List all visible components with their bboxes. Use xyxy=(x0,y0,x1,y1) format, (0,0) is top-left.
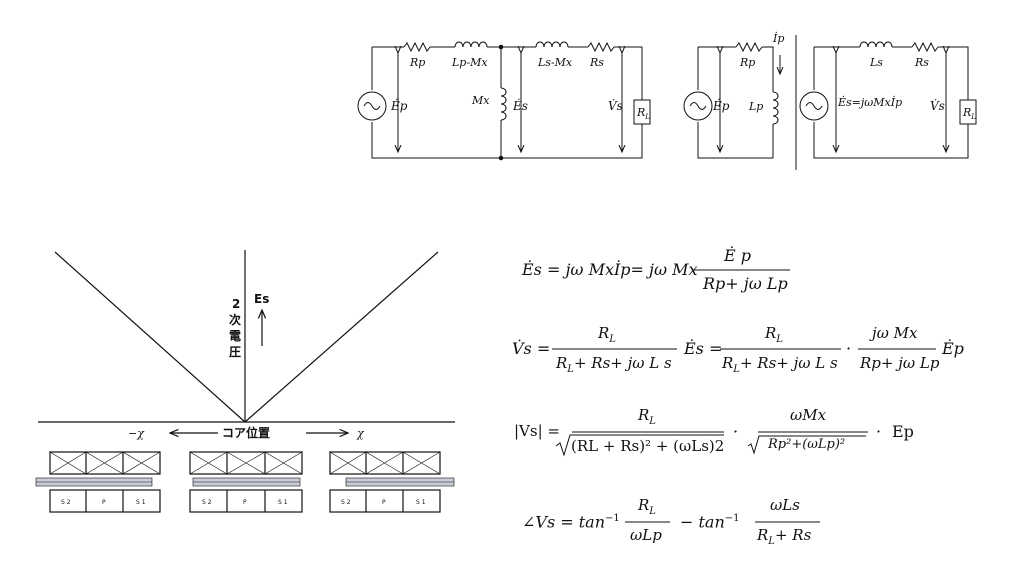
es-label: Es xyxy=(254,292,269,306)
eq4-lhs: ∠Vs = tan−1 xyxy=(522,512,620,532)
coil-p-label-1: P xyxy=(102,499,106,506)
eq1-lhs: Ės = jω Mxİp= jω Mx xyxy=(522,260,698,279)
v-curve-left xyxy=(54,251,246,423)
resistor-rp xyxy=(403,41,431,53)
inductor-lp-mx xyxy=(454,41,488,48)
coil-assemblies xyxy=(35,451,455,513)
eq3-dot2: · xyxy=(876,422,882,441)
v-curve-right xyxy=(244,251,439,423)
label-rp-right: Rp xyxy=(739,56,755,69)
coil-s1-label-1: S 1 xyxy=(136,499,146,506)
inductor-ls xyxy=(859,41,893,48)
eq2-f3-den: Rp+ jω Lp xyxy=(860,354,940,372)
eq2-dot: · xyxy=(846,339,852,358)
eq3-f1-num: RL xyxy=(638,406,656,427)
eq3-ep: Ep xyxy=(892,422,914,441)
label-mx: Mx xyxy=(471,94,490,107)
coil-s2-label-1: S 2 xyxy=(61,499,71,506)
y-label-char-2: 次 xyxy=(229,312,241,327)
resistor-rs xyxy=(587,41,615,53)
label-ep: Ėp xyxy=(390,98,408,113)
coil-p-label-3: P xyxy=(382,499,386,506)
coil-s2-label-2: S 2 xyxy=(202,499,212,506)
eq2-lhs: V̇s = xyxy=(512,339,551,358)
coil-p-label-2: P xyxy=(243,499,247,506)
eq3-dot1: · xyxy=(733,422,739,441)
label-ls: Ls xyxy=(869,56,883,69)
y-label-char-4: 圧 xyxy=(229,345,241,359)
label-ep-right: Ėp xyxy=(712,98,730,113)
x-neg-label: −χ xyxy=(128,427,145,440)
eq2-es: Ės = xyxy=(684,339,723,358)
resistor-rs-right xyxy=(911,41,939,53)
eq2-ep: Ėp xyxy=(942,339,964,358)
equivalent-circuit-left xyxy=(357,41,651,161)
label-rl-right: RL xyxy=(962,106,976,121)
label-es-eq: Ės=jωMxİp xyxy=(837,95,902,109)
sqrt-signs xyxy=(555,434,866,457)
eq4-minus: − tan−1 xyxy=(680,512,740,532)
x-pos-label: χ xyxy=(356,427,365,440)
eq2-f3-num: jω Mx xyxy=(872,324,918,342)
eq2-f1-den: RL+ Rs+ jω L s xyxy=(556,354,672,375)
x-direction-labels: −χ χ xyxy=(128,427,365,440)
ac-source-secondary xyxy=(799,91,829,121)
eq3-f2-num: ωMx xyxy=(790,406,827,424)
inductor-ls-mx xyxy=(535,41,569,48)
coil-assembly-3 xyxy=(329,451,455,513)
eq4-f2-num: ωLs xyxy=(770,496,800,514)
coil-assembly-1 xyxy=(35,451,161,513)
ac-source-primary xyxy=(683,91,713,121)
label-rs: Rs xyxy=(589,56,604,69)
graph-labels: 2 次 電 圧 Es コア位置 xyxy=(222,292,270,440)
eq2-f1-num: RL xyxy=(598,324,616,345)
equivalent-circuit-right xyxy=(683,35,977,170)
y-label-char-1: 2 xyxy=(232,297,240,311)
ac-source-left xyxy=(357,91,387,121)
eq4-f1-num: RL xyxy=(638,496,656,517)
label-ls-mx: Ls-Mx xyxy=(537,56,573,69)
label-lp-mx: Lp-Mx xyxy=(451,56,488,69)
resistor-rp-right xyxy=(735,41,763,53)
x-axis-title: コア位置 xyxy=(222,425,270,440)
inductor-lp xyxy=(772,91,779,125)
label-rp: Rp xyxy=(409,56,425,69)
label-vs-right: V̇s xyxy=(930,98,945,113)
eq4-f1-den: ωLp xyxy=(630,526,662,544)
eq2-f2-num: RL xyxy=(765,324,783,345)
y-label-char-3: 電 xyxy=(229,329,241,343)
left-circuit-labels: Rp Lp-Mx Ls-Mx Rs Ėp Mx Ės V̇s RL xyxy=(390,56,650,121)
eq1-den: Rp+ jω Lp xyxy=(703,274,788,293)
label-es: Ės xyxy=(512,98,528,113)
eq3-f2-den: Rp²+(ωLp)² xyxy=(768,437,846,452)
label-rl: RL xyxy=(636,106,650,121)
eq3-f1-den: (RL + Rs)² + (ωLs)2 xyxy=(571,437,725,455)
eq2-f2-den: RL+ Rs+ jω L s xyxy=(722,354,838,375)
coil-s1-label-2: S 1 xyxy=(278,499,288,506)
coil-labels: S 2 P S 1 S 2 P S 1 S 2 P S 1 xyxy=(61,499,426,506)
coil-assembly-2 xyxy=(189,451,303,513)
label-ip: İp xyxy=(772,31,784,45)
label-vs: V̇s xyxy=(608,98,623,113)
coil-s1-label-3: S 1 xyxy=(416,499,426,506)
label-rs-right: Rs xyxy=(914,56,929,69)
label-lp: Lp xyxy=(748,100,763,113)
inductor-mx xyxy=(500,87,507,121)
coil-s2-label-3: S 2 xyxy=(341,499,351,506)
right-circuit-labels: İp Rp Ėp Lp Ls Rs Ės=jωMxİp V̇s RL xyxy=(712,31,976,121)
eq1-num: Ė p xyxy=(724,246,752,265)
eq3-lhs: |Vs| = xyxy=(514,422,560,440)
output-voltage-graph xyxy=(38,250,455,433)
eq4-f2-den: RL+ Rs xyxy=(757,526,812,547)
fraction-bars xyxy=(552,269,936,523)
